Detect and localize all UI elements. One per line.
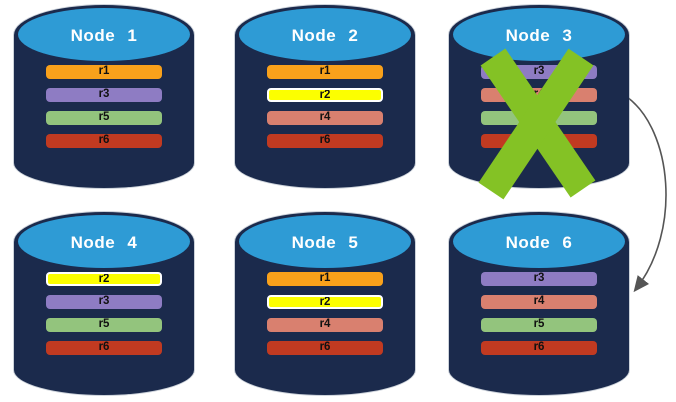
node-title: Node 2	[291, 25, 359, 45]
replica-bar-r4: r4	[481, 88, 597, 102]
replica-bar-r4: r4	[267, 111, 383, 125]
replica-bar-r6: r6	[481, 341, 597, 355]
replica-list: r3 r4 r5 r6	[481, 272, 597, 355]
node-title: Node 4	[70, 232, 138, 252]
replica-list: r2 r3 r5 r6	[46, 272, 162, 355]
replica-bar-r6: r6	[267, 341, 383, 355]
replica-bar-r1: r1	[267, 65, 383, 79]
node-cylinder-4: Node 4 r2 r3 r5 r6	[14, 212, 194, 395]
replica-list: r1 r2 r4 r6	[267, 272, 383, 355]
replica-bar-r5: r5	[481, 111, 597, 125]
node-title: Node 3	[505, 25, 573, 45]
replica-bar-r4: r4	[481, 295, 597, 309]
node-title: Node 6	[505, 232, 573, 252]
replica-bar-r2: r2	[46, 272, 162, 286]
node-title: Node 5	[291, 232, 359, 252]
replica-bar-r6: r6	[46, 341, 162, 355]
replica-bar-r3: r3	[481, 65, 597, 79]
node-cylinder-3: Node 3 r3 r4 r5 r6	[449, 5, 629, 200]
replica-bar-r5: r5	[46, 318, 162, 332]
replica-bar-r5: r5	[46, 111, 162, 125]
cylinder-cap: Node 2	[239, 8, 411, 61]
replica-bar-r3: r3	[46, 295, 162, 309]
cylinder-cap: Node 6	[453, 215, 625, 268]
replica-list: r1 r2 r4 r6	[267, 65, 383, 148]
replica-bar-r2: r2	[267, 88, 383, 102]
cylinder-cap: Node 1	[18, 8, 190, 61]
replica-bar-r6: r6	[481, 134, 597, 148]
node-cylinder-2: Node 2 r1 r2 r4 r6	[235, 5, 415, 188]
replica-bar-r1: r1	[46, 65, 162, 79]
cylinder-cap: Node 5	[239, 215, 411, 268]
replica-bar-r4: r4	[267, 318, 383, 332]
replica-bar-r2: r2	[267, 295, 383, 309]
replica-bar-r3: r3	[46, 88, 162, 102]
node-cylinder-5: Node 5 r1 r2 r4 r6	[235, 212, 415, 395]
cylinder-cap: Node 4	[18, 215, 190, 268]
replica-bar-r6: r6	[267, 134, 383, 148]
replica-bar-r1: r1	[267, 272, 383, 286]
cylinder-cap: Node 3	[453, 8, 625, 61]
replica-bar-r3: r3	[481, 272, 597, 286]
node-title: Node 1	[70, 25, 138, 45]
replica-list: r1 r3 r5 r6	[46, 65, 162, 148]
node-cylinder-1: Node 1 r1 r3 r5 r6	[14, 5, 194, 188]
replica-bar-r6: r6	[46, 134, 162, 148]
replica-list: r3 r4 r5 r6	[481, 65, 597, 148]
node-cylinder-6: Node 6 r3 r4 r5 r6	[449, 212, 629, 395]
replica-bar-r5: r5	[481, 318, 597, 332]
